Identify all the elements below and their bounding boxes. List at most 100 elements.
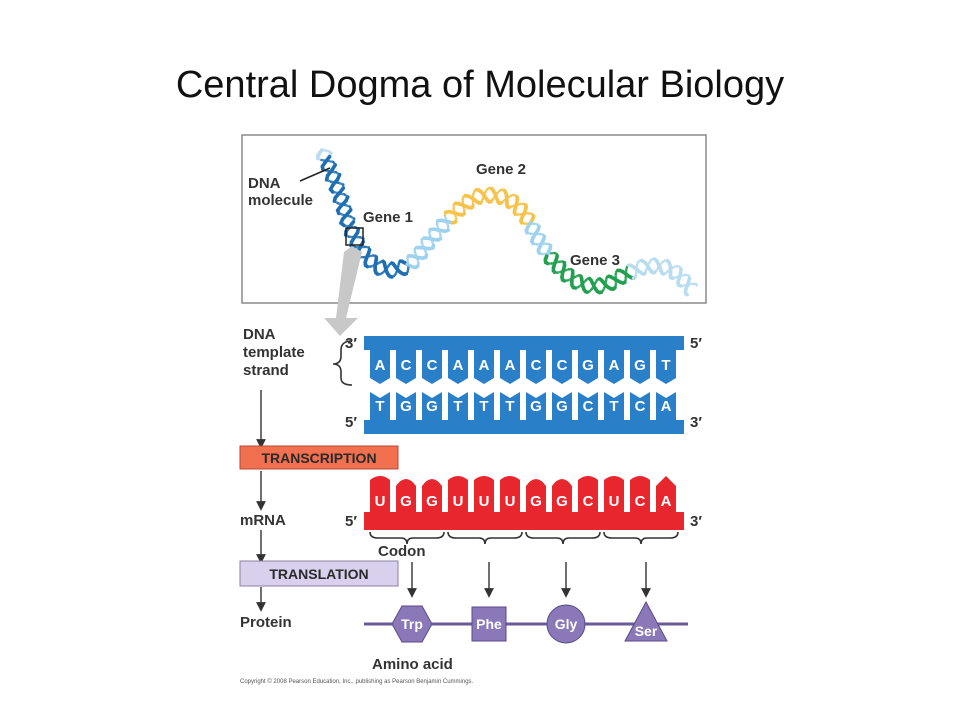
- codon-brace: [603, 531, 679, 545]
- template-base-letter: C: [427, 357, 438, 374]
- coding-base-letter: T: [505, 398, 514, 415]
- codon-braces: [369, 531, 679, 545]
- codon-brace: [447, 531, 523, 545]
- template-base-letter: A: [505, 357, 516, 374]
- gly-shape: [546, 604, 586, 644]
- phe-shape: [471, 606, 507, 642]
- mrna-base-letter: U: [505, 493, 516, 510]
- coding-base-letter: G: [400, 398, 412, 415]
- mrna-base-block: [448, 476, 468, 514]
- coding-base-block: [604, 392, 624, 420]
- template-base-letter: A: [375, 357, 386, 374]
- mrna-base-block: [630, 476, 650, 514]
- mrna-base-block: [474, 476, 494, 514]
- helix-segment: [684, 292, 689, 297]
- template-backbone: [364, 336, 684, 350]
- template-base-block: [578, 350, 598, 384]
- template-base-block: [448, 350, 468, 384]
- dna-molecule-label-line1: DNA: [248, 175, 281, 192]
- mrna-base-block: [578, 476, 598, 514]
- mrna-base-letter: U: [375, 493, 386, 510]
- template-brace: [332, 340, 353, 386]
- coding-base-letter: A: [661, 398, 672, 415]
- dna-molecule-pointer: [299, 167, 331, 182]
- coding-base-block: [656, 392, 676, 420]
- helix-segment: [695, 283, 699, 287]
- template-base-letter: A: [479, 357, 490, 374]
- mrna-base-letter: G: [400, 493, 412, 510]
- gene-3-label: Gene 3: [570, 252, 620, 269]
- coding-backbone: [364, 420, 684, 434]
- mrna-base-block: [552, 479, 572, 514]
- mrna-base-block: [604, 476, 624, 514]
- template-base-block: [370, 350, 390, 384]
- template-label-line3: strand: [243, 362, 289, 379]
- mrna-base-block: [396, 479, 416, 514]
- template-base-letter: G: [582, 357, 594, 374]
- template-base-letter: A: [609, 357, 620, 374]
- mrna-base-letter: C: [635, 493, 646, 510]
- zoom-funnel: [324, 246, 362, 336]
- template-base-block: [474, 350, 494, 384]
- coding-base-block: [578, 392, 598, 420]
- page-title: Central Dogma of Molecular Biology: [175, 64, 785, 106]
- mrna-base-letter: U: [609, 493, 620, 510]
- template-base-block: [422, 350, 442, 384]
- transcription-label: TRANSCRIPTION: [261, 450, 376, 466]
- coding-right-end: 3′: [690, 414, 702, 431]
- coding-base-block: [526, 392, 546, 420]
- copyright-note: Copyright © 2008 Pearson Education, Inc.…: [240, 678, 474, 685]
- ser-label: Ser: [635, 623, 658, 639]
- coding-left-end: 5′: [345, 414, 357, 431]
- codon-label: Codon: [378, 543, 425, 560]
- dna-molecule-label-line2: molecule: [248, 192, 313, 209]
- trp-label: Trp: [401, 616, 423, 632]
- mrna-right-end: 3′: [690, 513, 702, 530]
- transcription-box: [239, 445, 399, 470]
- mrna-base-letter: G: [426, 493, 438, 510]
- template-base-block: [500, 350, 520, 384]
- mrna-base-letter: G: [530, 493, 542, 510]
- template-base-block: [396, 350, 416, 384]
- coding-base-block: [396, 392, 416, 420]
- helix-segment: [327, 170, 338, 174]
- coding-base-block: [552, 392, 572, 420]
- trp-shape: [391, 605, 433, 643]
- mrna-base-block: [370, 476, 390, 514]
- coding-base-block: [630, 392, 650, 420]
- mrna-label: mRNA: [240, 512, 286, 529]
- template-base-block: [604, 350, 624, 384]
- coding-base-letter: T: [609, 398, 618, 415]
- coding-base-block: [448, 392, 468, 420]
- coding-base-letter: G: [426, 398, 438, 415]
- coding-base-letter: T: [453, 398, 462, 415]
- template-right-end: 5′: [690, 335, 702, 352]
- mrna-base-block: [500, 476, 520, 514]
- mrna-base-block: [422, 479, 442, 514]
- dna-helix: [316, 148, 699, 297]
- template-base-letter: A: [453, 357, 464, 374]
- gly-label: Gly: [555, 616, 578, 632]
- phe-label: Phe: [476, 616, 502, 632]
- translation-box: [239, 560, 399, 587]
- translation-label: TRANSLATION: [269, 566, 368, 582]
- template-base-block: [630, 350, 650, 384]
- coding-base-block: [500, 392, 520, 420]
- template-base-letter: C: [531, 357, 542, 374]
- template-base-block: [552, 350, 572, 384]
- template-label-line2: template: [243, 344, 305, 361]
- coding-base-letter: C: [583, 398, 594, 415]
- template-base-letter: C: [557, 357, 568, 374]
- template-base-letter: C: [401, 357, 412, 374]
- amino-acid-label: Amino acid: [372, 656, 453, 673]
- mrna-left-end: 5′: [345, 513, 357, 530]
- coding-base-block: [370, 392, 390, 420]
- mrna-base-letter: G: [556, 493, 568, 510]
- gene-1-label: Gene 1: [363, 209, 413, 226]
- mrna-base-block: [526, 479, 546, 514]
- coding-base-letter: G: [556, 398, 568, 415]
